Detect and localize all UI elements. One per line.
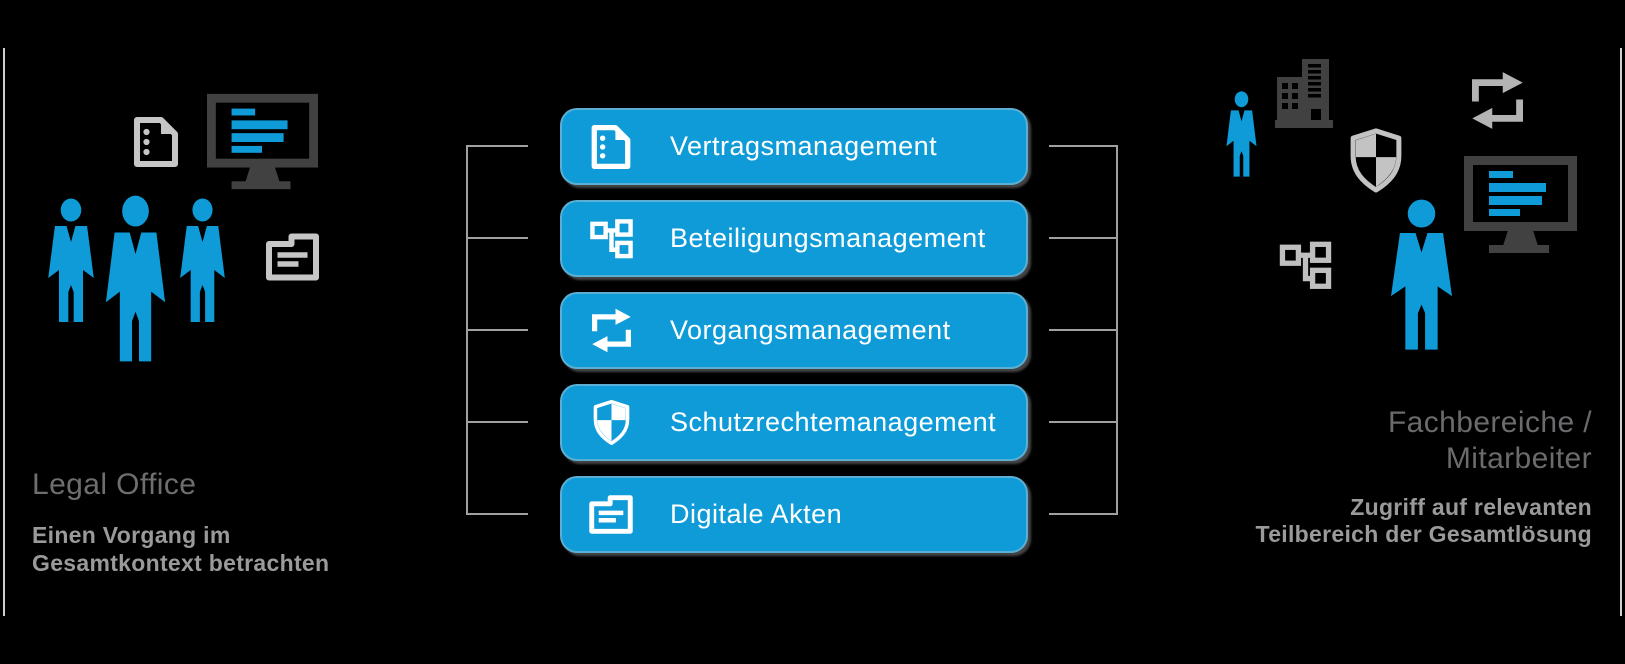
module-vorgangsmanagement: Vorgangsmanagement [560, 292, 1028, 369]
legal-office-title: Legal Office [32, 468, 197, 501]
sync-arrows-icon [586, 306, 636, 356]
document-icon [586, 122, 636, 172]
connector-line [1049, 513, 1118, 515]
connector-line [1049, 421, 1118, 423]
connector-line [1049, 329, 1118, 331]
connector-line [466, 145, 528, 147]
person-icon [46, 198, 96, 324]
org-chart-icon [586, 214, 636, 264]
legal-office-subtitle: Einen Vorgang im Gesamtkontext betrachte… [32, 521, 329, 577]
connector-line [466, 329, 528, 331]
right-edge-line [1620, 48, 1622, 616]
right-group-title: Fachbereiche / Mitarbeiter [1388, 405, 1592, 477]
module-vertragsmanagement: Vertragsmanagement [560, 108, 1028, 185]
legal-office-subtitle-line1: Einen Vorgang im [32, 522, 231, 548]
shield-icon [586, 398, 636, 448]
connector-line [466, 421, 528, 423]
right-group-subtitle: Zugriff auf relevanten Teilbereich der G… [1256, 494, 1592, 548]
right-group-subtitle-line2: Teilbereich der Gesamtlösung [1255, 521, 1592, 547]
monitor-icon [207, 93, 318, 190]
org-chart-icon [1276, 239, 1335, 291]
connector-line [466, 237, 528, 239]
document-icon [130, 116, 182, 168]
person-icon [103, 195, 168, 364]
person-icon [1388, 199, 1455, 352]
person-icon [178, 198, 227, 324]
building-icon [1275, 58, 1333, 128]
sync-arrows-icon [1467, 67, 1528, 134]
monitor-icon [1464, 156, 1577, 253]
module-label: Vertragsmanagement [670, 131, 938, 161]
module-schutzrechtemanagement: Schutzrechtemanagement [560, 384, 1028, 461]
module-label: Beteiligungsmanagement [670, 223, 986, 253]
folder-icon [586, 490, 636, 540]
person-icon [1225, 91, 1258, 178]
connector-line [1049, 145, 1118, 147]
module-digitale-akten: Digitale Akten [560, 476, 1028, 553]
folder-icon [264, 232, 321, 282]
module-label: Vorgangsmanagement [670, 315, 951, 345]
module-beteiligungsmanagement: Beteiligungsmanagement [560, 200, 1028, 277]
connector-line [1049, 237, 1118, 239]
shield-icon [1347, 125, 1405, 196]
left-edge-line [3, 48, 5, 616]
legal-office-subtitle-line2: Gesamtkontext betrachten [32, 550, 330, 576]
right-group-subtitle-line1: Zugriff auf relevanten [1350, 494, 1592, 520]
right-group-title-line2: Mitarbeiter [1445, 442, 1592, 475]
right-group-title-line1: Fachbereiche / [1387, 406, 1592, 439]
connector-line [466, 513, 528, 515]
module-label: Schutzrechtemanagement [670, 407, 997, 437]
module-label: Digitale Akten [670, 499, 843, 529]
